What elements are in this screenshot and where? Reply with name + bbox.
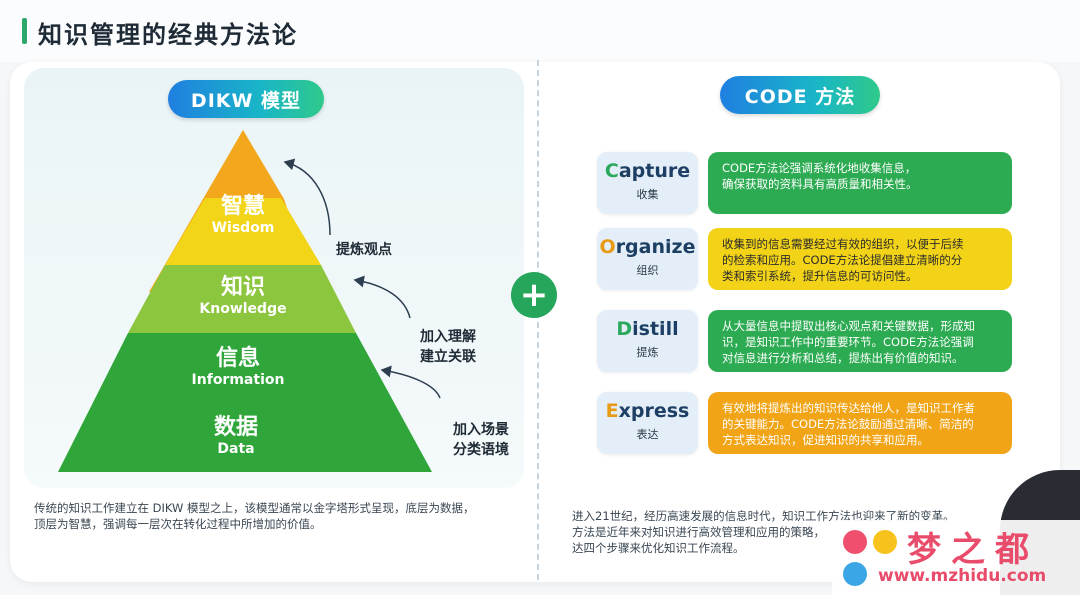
- watermark-face-icon-yellow: [873, 530, 897, 554]
- wisdom-zh: 智慧: [220, 194, 265, 219]
- note-add-understanding-l2: 建立关联: [420, 349, 476, 365]
- knowledge-zh: 知识: [220, 275, 265, 300]
- data-en: Data: [217, 441, 255, 457]
- dikw-description: 传统的知识工作建立在 DIKW 模型之上，该模型通常以金字塔形式呈现，底层为数据…: [34, 500, 475, 532]
- capture-sub: 收集: [636, 188, 659, 201]
- wisdom-en: Wisdom: [211, 220, 275, 236]
- page-title: 知识管理的经典方法论: [38, 21, 298, 49]
- watermark-url: www.mzhidu.com: [878, 566, 1047, 586]
- code-card-organize: Organize 组织: [597, 228, 698, 290]
- watermark-face-icon-red: [843, 530, 867, 554]
- pyramid-layer-data-shape: [58, 333, 432, 472]
- plus-icon: +: [511, 272, 557, 318]
- watermark-background: [832, 520, 1080, 595]
- code-card-capture: Capture 收集: [597, 152, 698, 214]
- note-add-context-l2: 分类语境: [453, 442, 509, 458]
- note-add-understanding-l1: 加入理解: [420, 329, 476, 345]
- title-accent-bar: [22, 18, 27, 44]
- arrow-to-information: [380, 365, 441, 399]
- arrow-to-knowledge: [353, 275, 411, 319]
- code-card-express: Express 表达: [597, 392, 698, 454]
- information-en: Information: [191, 372, 285, 388]
- capture-word: Capture: [604, 160, 691, 182]
- header-strip: [0, 0, 1080, 62]
- dikw-description-l1: 传统的知识工作建立在 DIKW 模型之上，该模型通常以金字塔形式呈现，底层为数据…: [34, 501, 475, 515]
- data-label: 数据 Data: [196, 416, 276, 458]
- note-add-context: 加入场景 分类语境: [453, 420, 509, 460]
- data-zh: 数据: [213, 415, 258, 440]
- note-refine-viewpoints: 提炼观点: [336, 242, 392, 258]
- note-add-understanding: 加入理解 建立关联: [420, 327, 476, 367]
- code-pill: CODE 方法: [720, 76, 880, 114]
- information-zh: 信息: [215, 346, 260, 371]
- code-description-l2: 方法是近年来对知识进行高效管理和应用的策略，: [572, 525, 825, 539]
- code-description: 进入21世纪，经历高速发展的信息时代，知识工作方法也迎来了新的变革。 方法是近年…: [572, 508, 955, 556]
- distill-word: Distill: [616, 318, 679, 340]
- arrow-to-wisdom: [283, 158, 331, 236]
- watermark-title: 梦之都: [907, 530, 1039, 570]
- watermark-face-icon-blue: [843, 562, 867, 586]
- organize-word: Organize: [599, 236, 696, 258]
- pyramid-layer-information-shape: [128, 265, 356, 333]
- express-sub: 表达: [636, 428, 659, 441]
- express-description: 有效地将提炼出的知识传达给他人，是知识工作者的关键能力。CODE方法论鼓励通过清…: [708, 392, 1012, 454]
- knowledge-en: Knowledge: [199, 301, 287, 317]
- distill-description: 从大量信息中提取出核心观点和关键数据，形成知识，是知识工作中的重要环节。CODE…: [708, 310, 1012, 372]
- section-divider: [537, 60, 539, 580]
- pyramid-layer-wisdom-shape: [205, 130, 281, 198]
- organize-description: 收集到的信息需要经过有效的组织，以便于后续的检索和应用。CODE方法论提倡建立清…: [708, 228, 1012, 290]
- express-word: Express: [605, 400, 690, 422]
- organize-sub: 组织: [636, 264, 659, 277]
- code-description-l1: 进入21世纪，经历高速发展的信息时代，知识工作方法也迎来了新的变革。: [572, 509, 955, 523]
- knowledge-label: 知识 Knowledge: [178, 276, 308, 318]
- capture-description: CODE方法论强调系统化地收集信息，确保获取的资料具有高质量和相关性。: [708, 152, 1012, 214]
- dikw-description-l2: 顶层为智慧，强调每一层次在转化过程中所增加的价值。: [34, 517, 322, 531]
- pyramid-layer-knowledge-shape: [165, 198, 321, 265]
- note-add-context-l1: 加入场景: [453, 422, 509, 438]
- wisdom-label: 智慧 Wisdom: [203, 195, 283, 237]
- information-label: 信息 Information: [173, 347, 303, 389]
- code-description-l3: 达四个步骤来优化知识工作流程。: [572, 541, 745, 555]
- code-card-distill: Distill 提炼: [597, 310, 698, 372]
- dikw-pill: DIKW 模型: [168, 80, 324, 118]
- distill-sub: 提炼: [636, 346, 659, 359]
